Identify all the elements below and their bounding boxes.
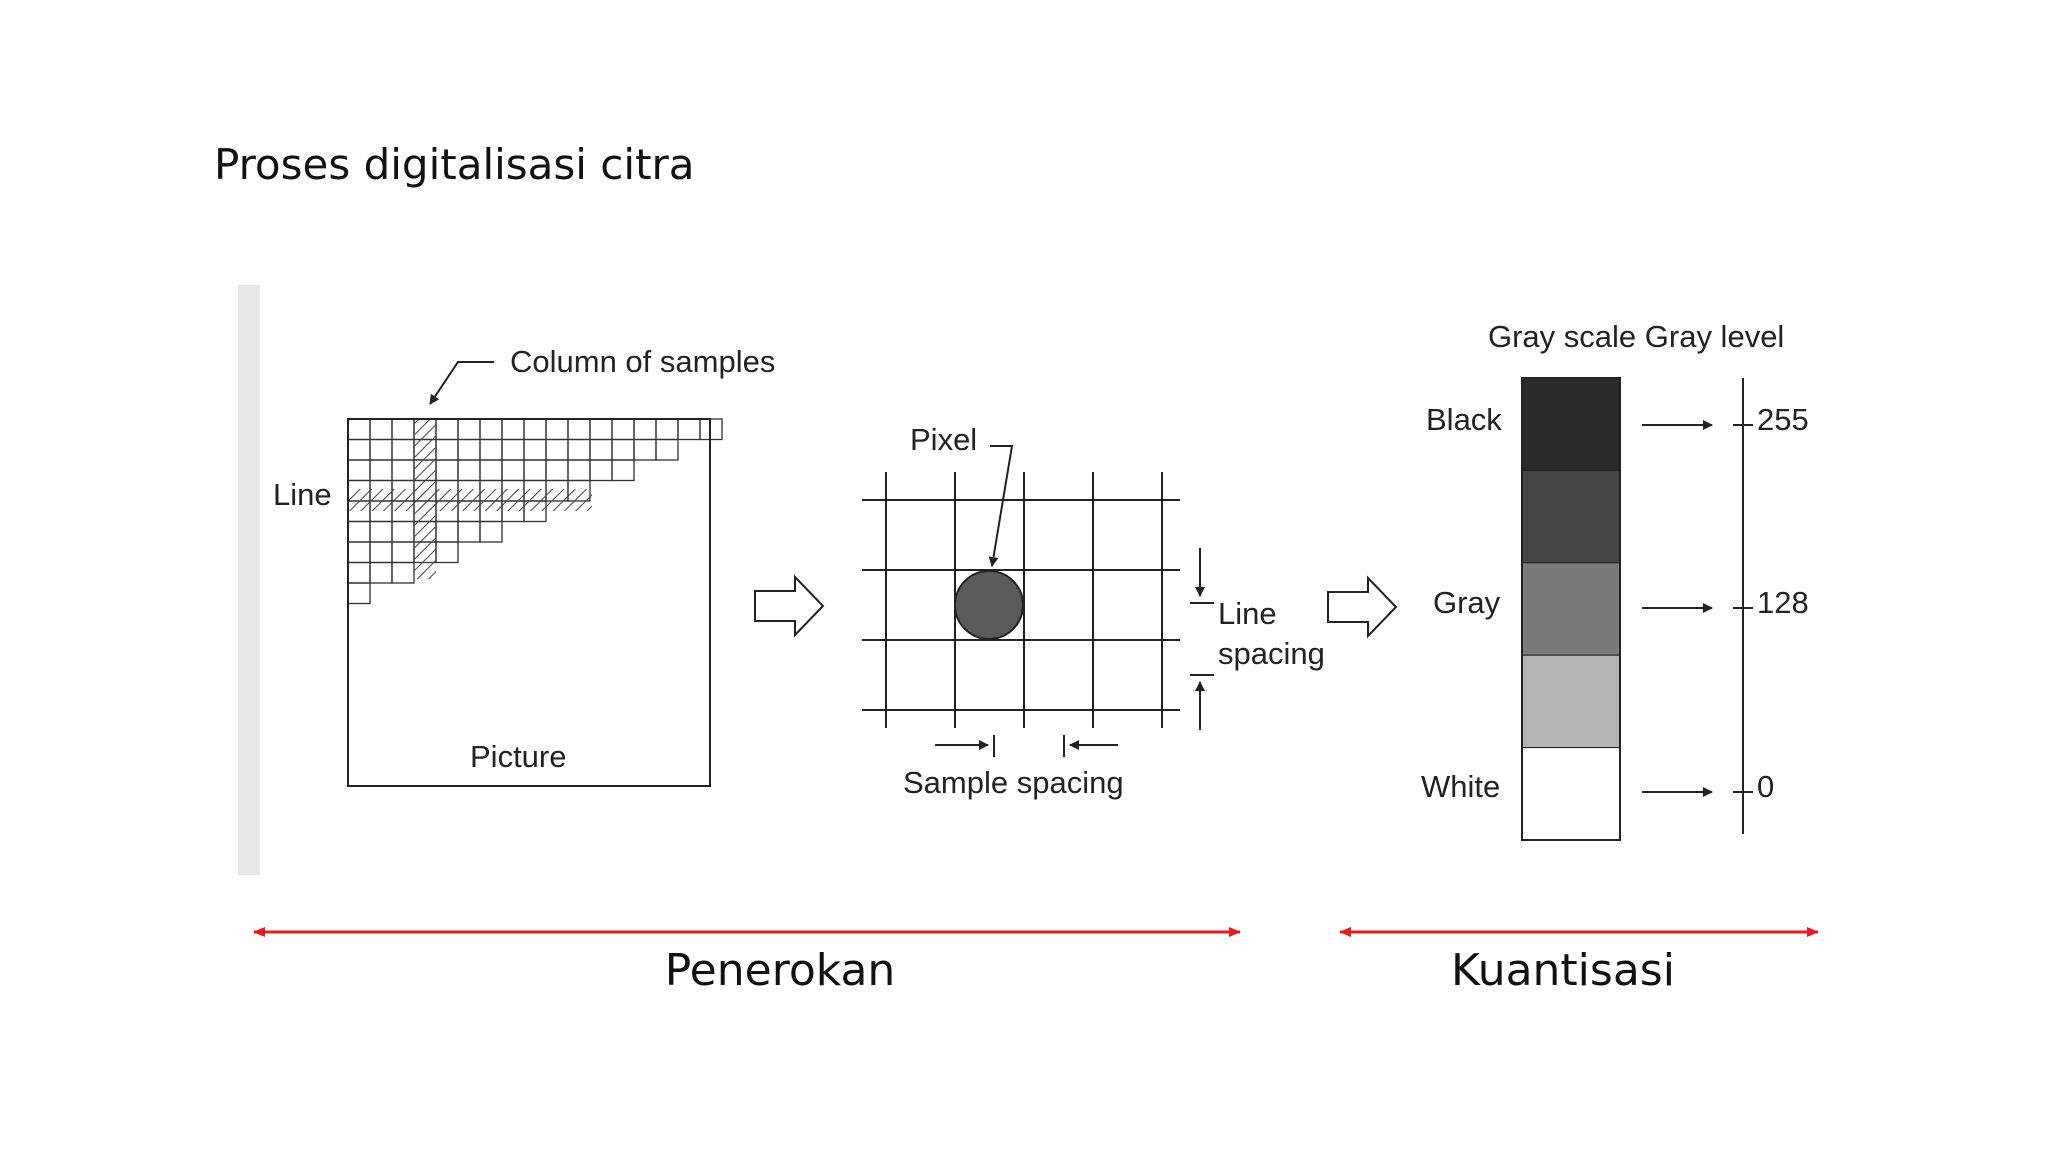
flow-arrow-1 — [754, 574, 825, 638]
sample-cell — [347, 582, 371, 605]
pixel-label: Pixel — [910, 422, 977, 457]
quantization-caption: Kuantisasi — [1451, 945, 1675, 996]
quantization-panel: Gray scale Gray level Black Gray White 2… — [1421, 319, 1809, 841]
sample-cell — [655, 418, 679, 441]
sample-cell — [435, 418, 459, 441]
line-spacing-label-2: spacing — [1218, 636, 1325, 671]
line-label: Line — [273, 477, 332, 512]
pixel-grid-panel: Pixel Line spacing Sample spacing — [862, 422, 1325, 800]
sample-cell — [391, 520, 415, 543]
sample-cell — [567, 418, 591, 441]
sample-cell — [435, 438, 459, 461]
sample-cell — [369, 541, 393, 564]
sample-cell — [391, 459, 415, 482]
sample-cell — [347, 541, 371, 564]
sample-cell — [435, 459, 459, 482]
sample-cell — [633, 418, 657, 441]
sample-cell — [369, 459, 393, 482]
sample-cell — [501, 459, 525, 482]
sample-cell — [523, 418, 547, 441]
sample-cell — [677, 418, 701, 441]
sample-cell — [347, 520, 371, 543]
sample-cell — [545, 438, 569, 461]
gray-swatch — [1521, 562, 1621, 656]
sample-cell — [391, 541, 415, 564]
column-of-samples-label: Column of samples — [510, 344, 775, 379]
sample-cell — [479, 438, 503, 461]
picture-label: Picture — [470, 739, 566, 774]
level-name-black: Black — [1426, 402, 1502, 437]
sample-cell — [369, 418, 393, 441]
sample-cell — [457, 418, 481, 441]
hatched-column — [414, 419, 436, 579]
sample-cell — [633, 438, 657, 461]
sample-cell — [479, 459, 503, 482]
scan-margin-shadow — [238, 285, 260, 875]
sample-cell — [611, 438, 635, 461]
sample-cell — [589, 438, 613, 461]
sample-spacing-label: Sample spacing — [903, 765, 1124, 800]
sample-cell — [501, 418, 525, 441]
sample-cell — [655, 438, 679, 461]
picture-frame — [347, 418, 711, 787]
gray-scale-bar — [1521, 377, 1621, 841]
level-value-0: 0 — [1757, 769, 1774, 804]
sample-cell — [391, 438, 415, 461]
gray-swatch — [1521, 469, 1621, 564]
sample-cell — [369, 438, 393, 461]
sample-cell — [457, 459, 481, 482]
hatched-line — [348, 489, 592, 511]
sample-cell — [545, 418, 569, 441]
sample-cell — [479, 520, 503, 543]
sample-cell — [347, 418, 371, 441]
sample-cell — [523, 438, 547, 461]
level-value-255: 255 — [1757, 402, 1809, 437]
gray-swatch — [1521, 377, 1621, 471]
sample-cell — [457, 438, 481, 461]
pixel-callout-line — [988, 445, 1014, 567]
sample-cell — [391, 561, 415, 584]
column-callout-line — [429, 361, 494, 405]
sample-cell — [589, 418, 613, 441]
gray-scale-frame — [1521, 377, 1621, 841]
sample-cell — [347, 561, 371, 584]
sample-cell — [369, 520, 393, 543]
sample-cell — [611, 418, 635, 441]
level-name-gray: Gray — [1433, 585, 1501, 620]
flow-arrow-2 — [1327, 575, 1398, 639]
sample-cell — [435, 541, 459, 564]
gray-scale-header: Gray scale Gray level — [1488, 319, 1784, 354]
sample-cell — [347, 438, 371, 461]
level-value-128: 128 — [1757, 585, 1809, 620]
sample-cell — [545, 459, 569, 482]
sample-cell — [435, 520, 459, 543]
gray-swatch — [1521, 747, 1621, 841]
sample-cell — [611, 459, 635, 482]
picture-grid-panel: Column of samples Line Picture — [273, 344, 775, 787]
level-name-white: White — [1421, 769, 1500, 804]
sample-cell — [523, 459, 547, 482]
sample-cell — [457, 520, 481, 543]
gray-swatch — [1521, 654, 1621, 749]
sample-cell — [567, 459, 591, 482]
sample-cell — [479, 418, 503, 441]
sample-cell — [369, 561, 393, 584]
sample-cell — [567, 438, 591, 461]
pixel-dot — [954, 570, 1024, 640]
sample-cell — [347, 459, 371, 482]
sample-grid — [347, 418, 723, 605]
sample-cell — [501, 438, 525, 461]
line-spacing-label-1: Line — [1218, 596, 1277, 631]
slide-title: Proses digitalisasi citra — [214, 140, 695, 189]
sampling-caption: Penerokan — [665, 945, 896, 996]
sample-cell — [391, 418, 415, 441]
sample-cell — [589, 459, 613, 482]
